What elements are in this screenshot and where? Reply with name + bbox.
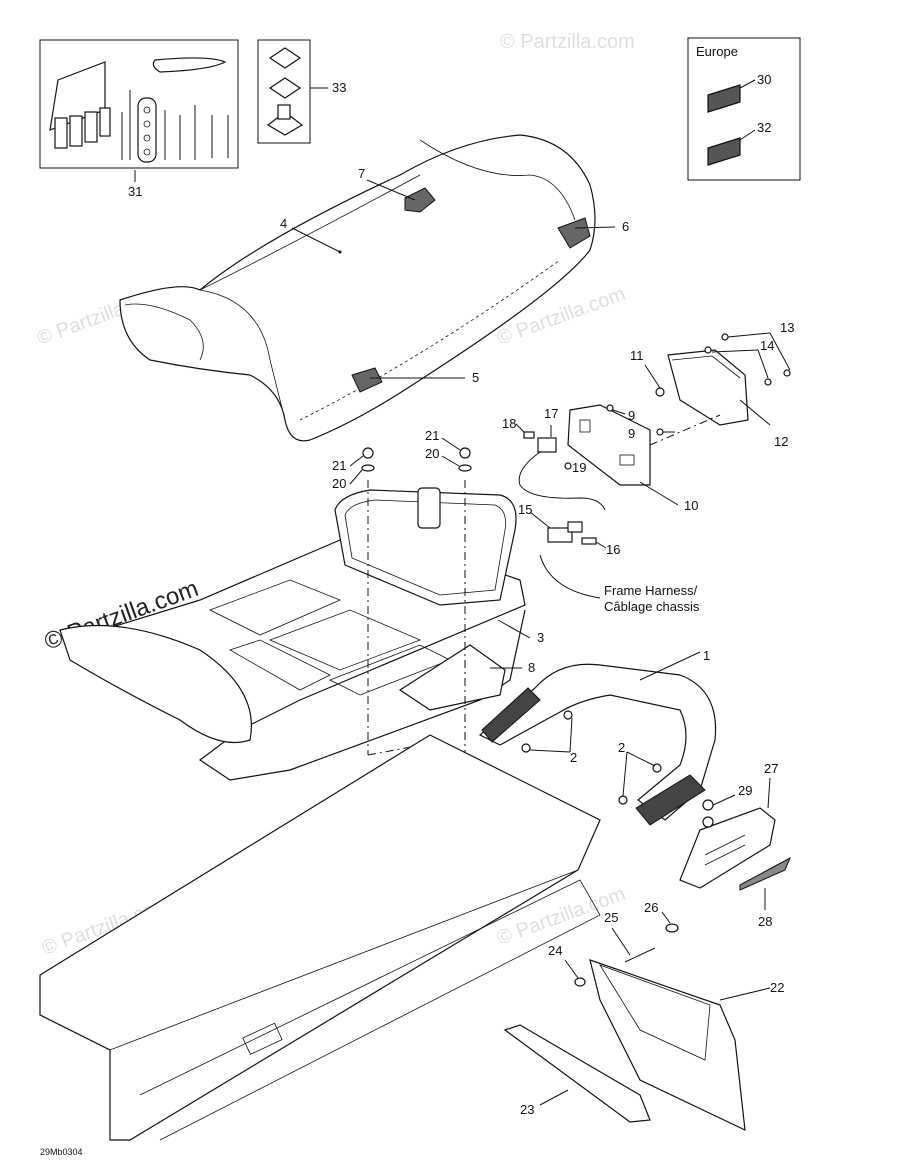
callout-12: 12 [774,434,788,449]
part-33-group: 33 [257,39,346,144]
callout-25: 25 [604,910,618,925]
callout-27: 27 [764,761,778,776]
taillight-lens [667,349,749,426]
plate-8: 8 [398,644,535,711]
callout-8: 8 [528,660,535,675]
europe-box-group: Europe 30 32 [687,37,801,181]
callout-29: 29 [738,783,752,798]
box-latch [417,487,441,529]
callout-6: 6 [622,219,629,234]
seat: 4 7 6 5 [119,134,629,442]
flap-bracket-23 [503,1024,651,1123]
seat-patch-7 [404,187,436,213]
tool-socket [84,111,98,143]
harness-label-line2: Câblage chassis [604,599,700,614]
callout-22: 22 [770,980,784,995]
connector-15 [547,527,573,543]
callout-9b: 9 [628,426,635,441]
callout-21b: 21 [425,428,439,443]
callout-13: 13 [780,320,794,335]
europe-box [687,37,801,181]
callout-26: 26 [644,900,658,915]
fasteners-20-21: 21 20 21 20 [332,428,472,491]
decal-32 [707,137,741,166]
wiring-harness: 17 18 19 15 16 Frame Harness/ Câblage ch… [502,406,700,614]
callout-10: 10 [684,498,698,513]
callout-11: 11 [630,348,644,363]
seat-base: 3 [59,487,544,781]
callout-28: 28 [758,914,772,929]
document-code: 29Mb0304 [40,1147,83,1157]
callout-23: 23 [520,1102,534,1117]
part-33-box [257,39,311,144]
callout-24: 24 [548,943,562,958]
tool-strap [152,57,227,73]
callout-1: 1 [703,648,710,663]
seat-base-side [59,624,252,744]
callout-20a: 20 [332,476,346,491]
callout-16: 16 [606,542,620,557]
tunnel [39,734,601,1141]
callout-2b: 2 [618,740,625,755]
callout-17: 17 [544,406,558,421]
callout-21a: 21 [332,458,346,473]
callout-19: 19 [572,460,586,475]
watermark: © Partzilla.com [500,31,635,53]
snow-flap-assembly: 22 23 24 25 26 [503,900,784,1132]
connector-17 [537,437,557,453]
callout-32: 32 [757,120,771,135]
callout-18: 18 [502,416,516,431]
tool-socket [54,117,68,149]
callout-30: 30 [757,72,771,87]
tool-socket [99,107,111,137]
tool-socket [69,115,83,147]
callout-5: 5 [472,370,479,385]
callout-2a: 2 [570,750,577,765]
tool-kit-box [39,39,239,169]
seat-patch-6 [557,217,591,249]
europe-box-title: Europe [696,44,738,59]
callout-33: 33 [332,80,346,95]
bumper-end: 29 27 28 [679,761,792,929]
taillight-assembly: 12 10 13 14 11 9 9 [567,320,794,513]
seat-patch-5 [351,367,383,393]
callout-15: 15 [518,502,532,517]
callout-7: 7 [358,166,365,181]
decal-30 [707,84,741,113]
harness-label-line1: Frame Harness/ [604,583,698,598]
harness-wire [518,451,606,511]
callout-14: 14 [760,338,774,353]
storage-box [334,489,517,606]
grab-handle: 1 2 2 [478,648,717,826]
callout-4: 4 [280,216,287,231]
callout-9a: 9 [628,408,635,423]
callout-31: 31 [128,184,142,199]
reflector-28 [739,856,792,891]
callout-20b: 20 [425,446,439,461]
tool-kit-group: 31 [39,39,239,199]
bumper-cap-27 [679,807,776,889]
callout-3: 3 [537,630,544,645]
tool-multi-wrench [137,97,157,163]
snow-flap-22 [589,959,746,1132]
